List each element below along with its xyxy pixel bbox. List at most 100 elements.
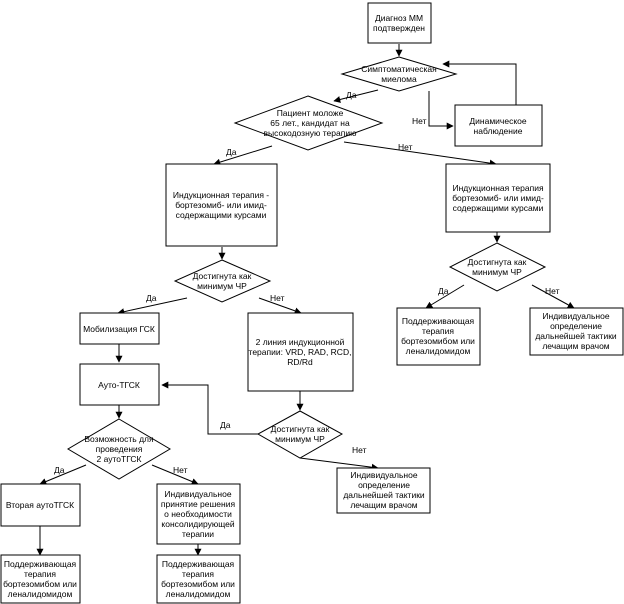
induction-right-text-line: содержащими курсами	[453, 203, 544, 213]
auto-text-line: Ауто-ТГСК	[98, 380, 140, 390]
mobilization-box	[79, 312, 160, 345]
edge-young-induction-left	[213, 145, 273, 166]
indiv-consolidation-text-line: консолидирующей	[161, 519, 234, 529]
indiv-consolidation-text-line: Индивидуальное	[164, 489, 231, 499]
maint-left-text-line: Поддерживающая	[4, 559, 77, 569]
response-second-text-line: минимум ЧР	[275, 434, 325, 444]
edge-response-right-maint	[425, 284, 465, 309]
second-line-text-line: терапии: VRD, RAD, RCD,	[249, 347, 352, 357]
label-response-second-yes: Да	[220, 420, 231, 430]
maint-left-box	[0, 554, 81, 604]
edge-dynamic-symptomatic	[442, 60, 517, 105]
indiv-second-text-line: определение	[358, 480, 410, 490]
indiv-second-box	[336, 467, 431, 514]
diagnosis-text-line: Диагноз ММ	[375, 13, 423, 23]
possibility-diamond	[67, 418, 171, 480]
indiv-second-text-line: дальнейшей тактики	[343, 490, 425, 500]
maint-right-text-line: Поддерживающая	[402, 316, 475, 326]
young-diamond	[233, 95, 384, 151]
edge-young-induction-right	[343, 141, 497, 167]
symptomatic-diamond	[340, 56, 458, 92]
label-response-right-no: Нет	[545, 286, 560, 296]
induction-left-text: Индукционная терапия -бортезомиб- или им…	[173, 190, 269, 220]
indiv-consolidation-text-line: о необходимости	[164, 509, 232, 519]
indiv-right-text-line: определение	[550, 321, 602, 331]
label-young-yes: Да	[226, 147, 237, 157]
indiv-right-text-line: лечащим врачом	[542, 341, 609, 351]
second-auto-box	[0, 483, 81, 527]
response-right-diamond	[448, 242, 547, 292]
maint-left-text-line: бортезомибом или	[3, 579, 77, 589]
indiv-second-text-line: Индивидуальное	[350, 470, 417, 480]
mobilization-text: Мобилизация ГСК	[83, 324, 155, 334]
induction-left-text-line: бортезомиб- или имид-	[175, 200, 267, 210]
auto-text: Ауто-ТГСК	[98, 380, 140, 390]
diagnosis-box	[367, 2, 432, 44]
symptomatic-text-line: миелома	[381, 74, 417, 84]
label-possibility-yes: Да	[54, 465, 65, 475]
maint-right-text-line: терапия	[422, 326, 454, 336]
indiv-consolidation-text-line: принятие решения	[161, 499, 236, 509]
diagnosis-text-line: подтвержден	[373, 23, 425, 33]
response-left-text-line: Достигнута как	[193, 271, 252, 281]
young-text-line: Пациент моложе	[277, 108, 344, 118]
possibility-text-line: проведения	[96, 444, 143, 454]
edges	[36, 44, 575, 556]
label-response-second-no: Нет	[352, 445, 367, 455]
response-left-text-line: минимум ЧР	[197, 281, 247, 291]
label-symptomatic-yes: Да	[346, 90, 357, 100]
response-left-diamond	[173, 259, 272, 303]
induction-right-box	[445, 163, 551, 233]
second-line-text-line: RD/Rd	[287, 357, 313, 367]
edge-possibility-second-auto	[39, 464, 87, 485]
maint-center-text-line: бортезомибом или	[161, 579, 235, 589]
edge-response-second-indiv	[299, 457, 379, 471]
maint-right-text-line: бортезомибом или	[401, 336, 475, 346]
indiv-consolidation-text-line: терапии	[182, 529, 214, 539]
edge-response-left-second-line	[258, 297, 302, 315]
dynamic-text-line: наблюдение	[474, 126, 523, 136]
edge-symptomatic-dynamic	[428, 91, 454, 130]
young-text-line: высокодозную терапию	[264, 128, 358, 138]
indiv-right-text-line: дальнейшей тактики	[535, 331, 617, 341]
label-response-right-yes: Да	[438, 286, 449, 296]
indiv-right-box	[529, 307, 624, 356]
edge-symptomatic-young	[333, 89, 379, 103]
indiv-right-text-line: Индивидуальное	[542, 311, 609, 321]
maint-center-text-line: терапия	[182, 569, 214, 579]
young-text-line: 65 лет., кандидат на	[270, 118, 350, 128]
possibility-text-line: Возможность для	[84, 434, 154, 444]
induction-right-text-line: Индукционная терапия	[452, 183, 543, 193]
dynamic-box	[454, 104, 543, 147]
induction-left-box	[165, 163, 278, 247]
second-auto-text: Вторая аутоТГСК	[6, 500, 74, 510]
response-right-text-line: Достигнута как	[468, 257, 527, 267]
edge-response-second-auto	[161, 381, 258, 435]
maint-right-text-line: леналидомидом	[406, 346, 471, 356]
second-line-box	[247, 312, 354, 392]
edge-response-right-indiv	[531, 284, 575, 309]
maint-center-text-line: леналидомидом	[166, 589, 231, 599]
induction-left-text-line: содержащими курсами	[176, 210, 267, 220]
symptomatic-text-line: Симптоматическая	[361, 64, 437, 74]
edge-labels: Да Нет Да Нет Да Нет Да Нет Да Нет Да Не…	[54, 90, 560, 475]
auto-box	[79, 363, 160, 406]
second-line-text-line: 2 линия индукционной	[256, 337, 345, 347]
indiv-consolidation-box	[156, 483, 241, 545]
induction-left-text-line: Индукционная терапия -	[173, 190, 269, 200]
maint-right-box	[396, 307, 481, 366]
